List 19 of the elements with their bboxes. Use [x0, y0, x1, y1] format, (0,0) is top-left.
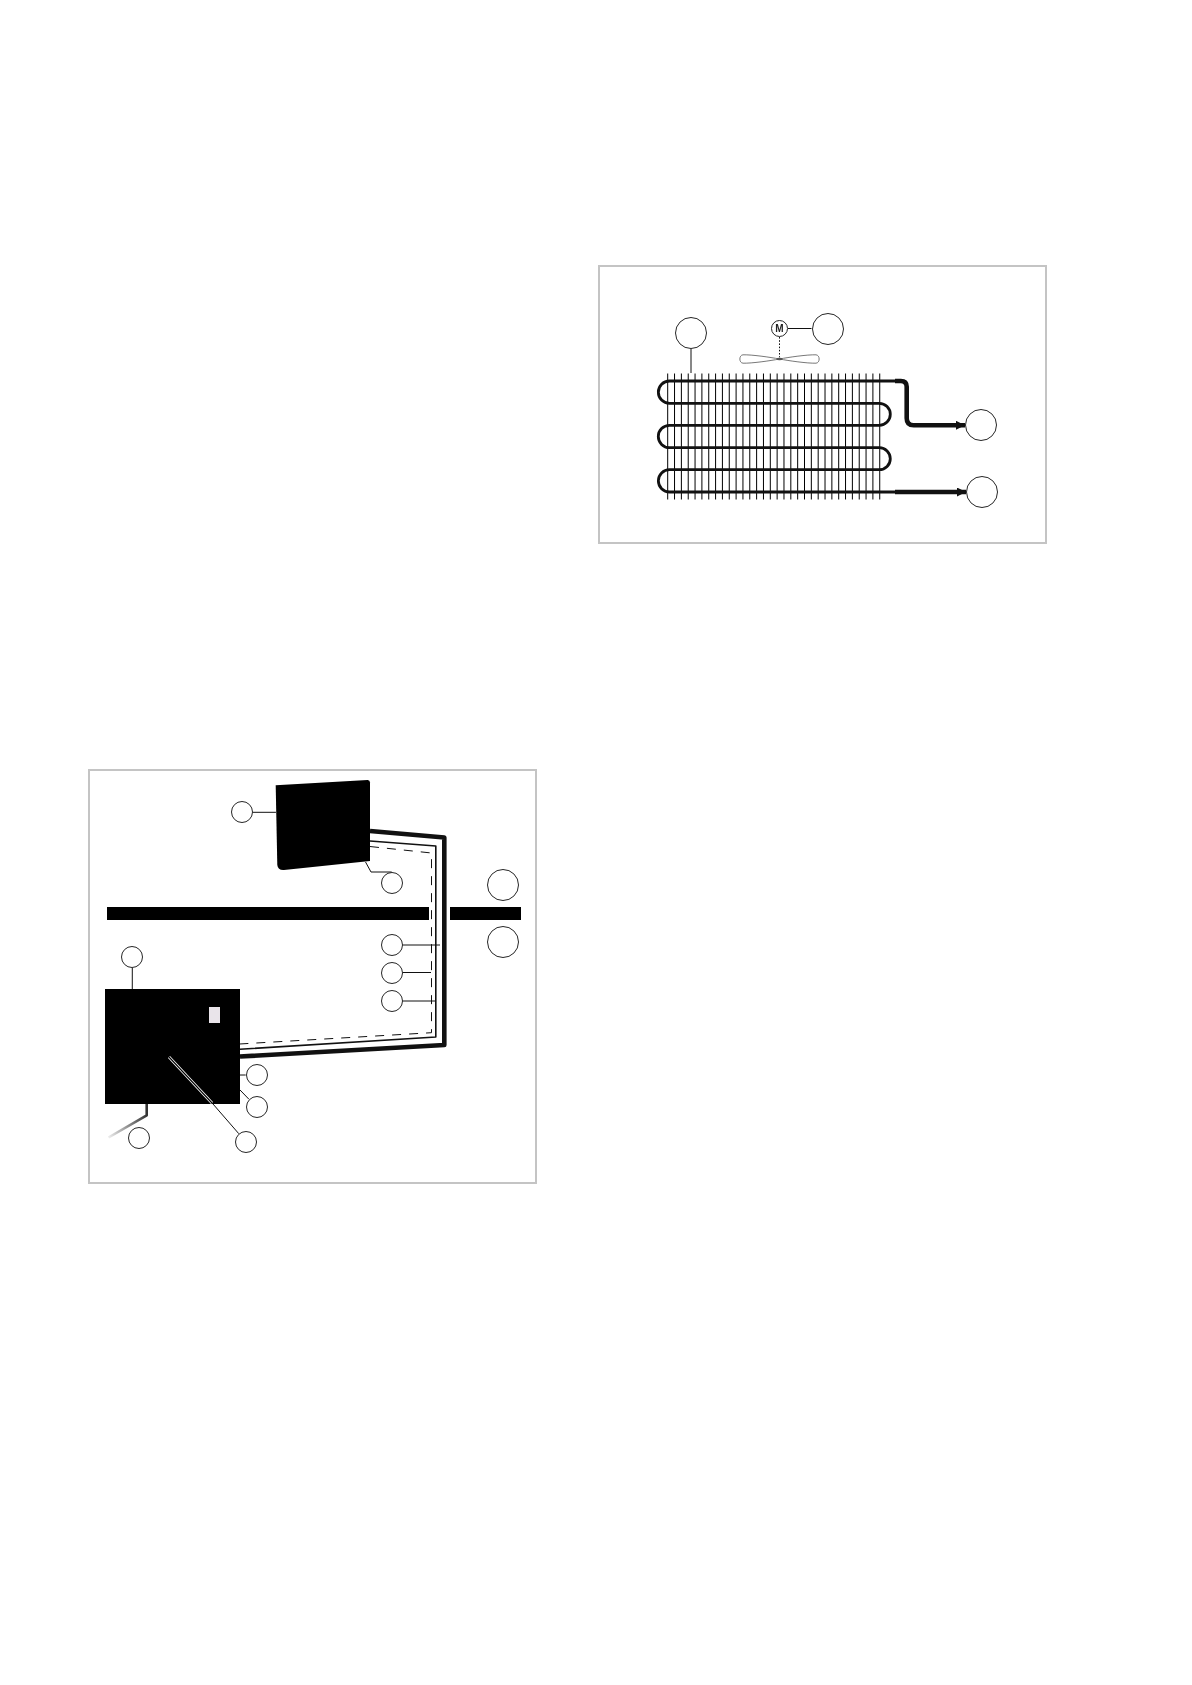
outdoor-unit — [105, 989, 240, 1104]
arrow — [895, 487, 966, 497]
leader-line — [402, 944, 441, 946]
arrow — [895, 378, 965, 430]
diagonal-line — [168, 1056, 213, 1104]
leader-line — [690, 348, 692, 374]
leader-line — [131, 967, 133, 990]
leader-line — [402, 1000, 436, 1002]
leader-line — [365, 861, 393, 873]
leader-line — [239, 1089, 250, 1100]
motor-shaft — [779, 336, 780, 358]
leader-line — [239, 1074, 247, 1076]
finned-coil-drawing — [655, 373, 895, 500]
leader-line — [787, 328, 812, 329]
leader-line — [252, 811, 277, 813]
leader-line — [212, 1103, 240, 1135]
indoor-unit — [275, 779, 370, 871]
leader-line — [402, 972, 432, 973]
fan-drawing — [738, 353, 821, 364]
